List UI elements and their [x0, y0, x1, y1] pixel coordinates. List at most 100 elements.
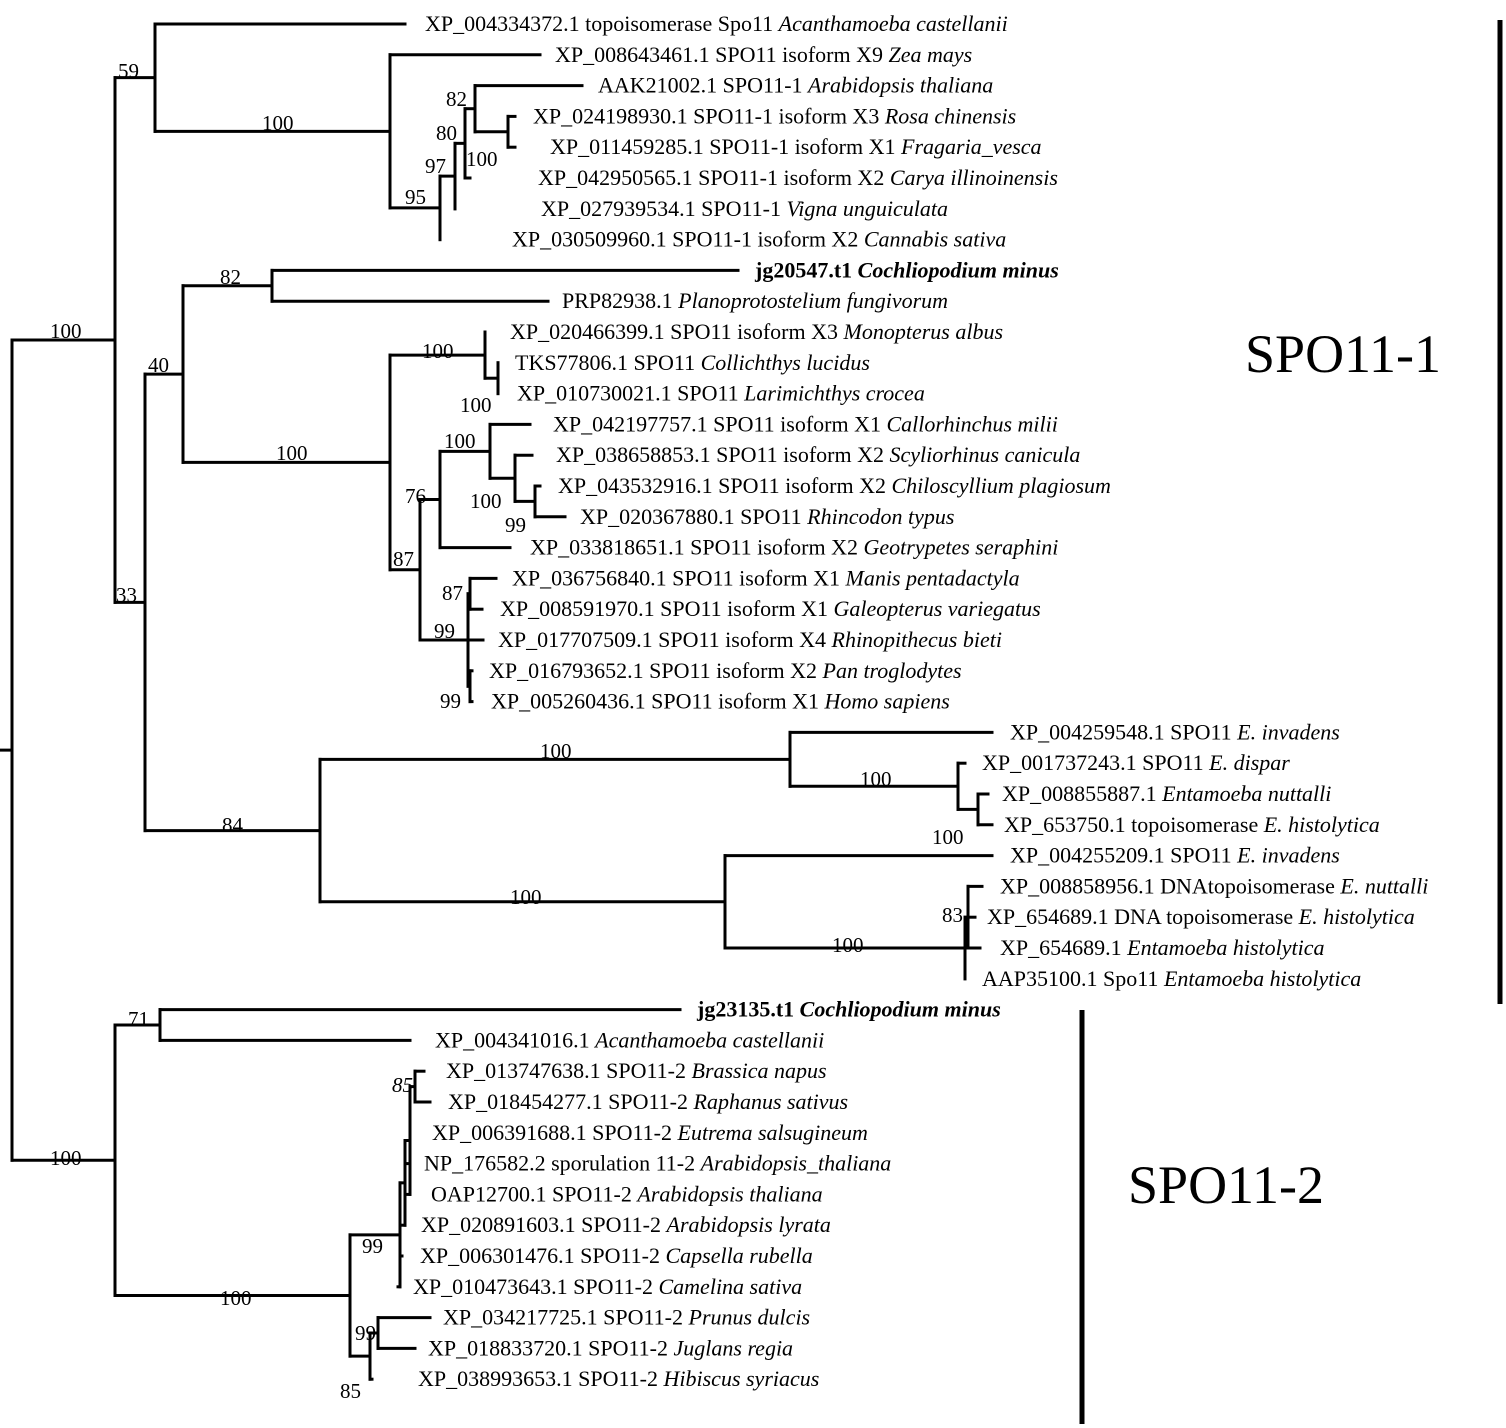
accession-text: XP_005260436.1 SPO11 isoform X1: [491, 689, 825, 714]
species-name: Geotrypetes seraphini: [864, 535, 1059, 560]
accession-text: XP_018833720.1 SPO11-2: [428, 1335, 674, 1360]
bootstrap-value: 100: [932, 825, 964, 849]
accession-text: XP_020891603.1 SPO11-2: [421, 1212, 667, 1237]
accession-text: XP_038993653.1 SPO11-2: [418, 1366, 664, 1391]
accession-text: XP_004255209.1 SPO11: [1010, 843, 1237, 868]
species-name: Acanthamoeba castellanii: [593, 1027, 824, 1052]
accession-text: XP_654689.1 DNA topoisomerase: [987, 904, 1299, 929]
species-name: Planoprotostelium fungivorum: [677, 288, 948, 313]
bootstrap-value: 100: [860, 767, 892, 791]
bootstrap-value: 100: [422, 339, 454, 363]
accession-text: TKS77806.1 SPO11: [515, 350, 701, 375]
accession-text: XP_653750.1 topoisomerase: [1004, 812, 1264, 837]
taxon-label: XP_005260436.1 SPO11 isoform X1 Homo sap…: [491, 689, 950, 714]
accession-text: XP_004341016.1: [435, 1027, 595, 1052]
species-name: Callorhinchus milii: [887, 411, 1058, 436]
species-name: Arabidopsis_thaliana: [699, 1151, 892, 1176]
accession-text: XP_018454277.1 SPO11-2: [448, 1089, 694, 1114]
accession-text: jg20547.t1: [754, 257, 858, 282]
species-name: E. histolytica: [1298, 904, 1415, 929]
accession-text: XP_020466399.1 SPO11 isoform X3: [510, 319, 844, 344]
taxon-label: XP_004334372.1 topoisomerase Spo11 Acant…: [425, 11, 1008, 36]
bootstrap-value: 84: [222, 813, 244, 837]
species-name: Arabidopsis thaliana: [806, 73, 993, 98]
accession-text: OAP12700.1 SPO11-2: [431, 1181, 637, 1206]
bootstrap-value: 87: [442, 581, 463, 605]
bootstrap-value: 100: [460, 393, 492, 417]
accession-text: jg23135.t1: [696, 997, 800, 1022]
accession-text: XP_024198930.1 SPO11-1 isoform X3: [533, 103, 885, 128]
accession-text: XP_042197757.1 SPO11 isoform X1: [553, 411, 887, 436]
taxon-label: XP_030509960.1 SPO11-1 isoform X2 Cannab…: [512, 227, 1006, 252]
species-name: Cochliopodium minus: [858, 257, 1059, 282]
taxon-label: XP_008858956.1 DNAtopoisomerase E. nutta…: [1000, 873, 1428, 898]
species-name: E. invadens: [1236, 719, 1340, 744]
taxon-label: OAP12700.1 SPO11-2 Arabidopsis thaliana: [431, 1181, 823, 1206]
species-name: Scyliorhinus canicula: [890, 442, 1081, 467]
bootstrap-value: 59: [118, 59, 139, 83]
taxon-label: XP_042197757.1 SPO11 isoform X1 Callorhi…: [553, 411, 1058, 436]
accession-text: XP_654689.1: [1000, 935, 1127, 960]
taxon-label: XP_006301476.1 SPO11-2 Capsella rubella: [420, 1243, 813, 1268]
taxon-label: XP_020466399.1 SPO11 isoform X3 Monopter…: [510, 319, 1003, 344]
accession-text: XP_004259548.1 SPO11: [1010, 719, 1237, 744]
taxon-label: AAP35100.1 Spo11 Entamoeba histolytica: [982, 966, 1361, 991]
taxon-label: PRP82938.1 Planoprotostelium fungivorum: [562, 288, 948, 313]
accession-text: XP_017707509.1 SPO11 isoform X4: [498, 627, 832, 652]
species-name: Brassica napus: [692, 1058, 827, 1083]
species-name: Acanthamoeba castellanii: [777, 11, 1008, 36]
accession-text: XP_034217725.1 SPO11-2: [443, 1305, 689, 1330]
accession-text: XP_016793652.1 SPO11 isoform X2: [489, 658, 823, 683]
bootstrap-value: 85: [340, 1379, 361, 1403]
bootstrap-value: 82: [220, 265, 241, 289]
bootstrap-value: 100: [540, 739, 572, 763]
bootstrap-value: 87: [393, 547, 414, 571]
spo11-2-clade-label: SPO11-2: [1128, 1155, 1324, 1215]
species-name: Manis pentadactyla: [845, 565, 1020, 590]
accession-text: XP_006301476.1 SPO11-2: [420, 1243, 666, 1268]
accession-text: XP_008855887.1: [1002, 781, 1162, 806]
bootstrap-value: 82: [446, 87, 467, 111]
species-name: Cannabis sativa: [864, 227, 1006, 252]
taxon-label: XP_043532916.1 SPO11 isoform X2 Chiloscy…: [558, 473, 1111, 498]
species-name: Chiloscyllium plagiosum: [892, 473, 1111, 498]
bootstrap-value: 99: [505, 513, 526, 537]
taxon-label: XP_008855887.1 Entamoeba nuttalli: [1002, 781, 1331, 806]
bootstrap-value: 100: [50, 319, 82, 343]
species-name: Carya illinoinensis: [890, 165, 1058, 190]
taxon-label: XP_017707509.1 SPO11 isoform X4 Rhinopit…: [498, 627, 1002, 652]
species-name: Prunus dulcis: [688, 1305, 811, 1330]
taxon-label: jg23135.t1 Cochliopodium minus: [696, 997, 1001, 1022]
bootstrap-value: 33: [116, 583, 137, 607]
bootstrap-value: 71: [128, 1007, 149, 1031]
accession-text: XP_033818651.1 SPO11 isoform X2: [530, 535, 864, 560]
taxon-label: XP_004341016.1 Acanthamoeba castellanii: [435, 1027, 824, 1052]
accession-text: AAP35100.1 Spo11: [982, 966, 1164, 991]
species-name: E. histolytica: [1263, 812, 1380, 837]
accession-text: XP_030509960.1 SPO11-1 isoform X2: [512, 227, 864, 252]
species-name: Raphanus sativus: [693, 1089, 849, 1114]
accession-text: XP_036756840.1 SPO11 isoform X1: [512, 565, 846, 590]
accession-text: XP_010473643.1 SPO11-2: [413, 1274, 659, 1299]
accession-text: NP_176582.2 sporulation 11-2: [424, 1151, 701, 1176]
accession-text: PRP82938.1: [562, 288, 678, 313]
species-name: Fragaria_vesca: [900, 134, 1042, 159]
taxon-label: XP_020367880.1 SPO11 Rhincodon typus: [580, 504, 954, 529]
taxon-label: XP_016793652.1 SPO11 isoform X2 Pan trog…: [489, 658, 962, 683]
bootstrap-value: 100: [276, 441, 308, 465]
species-name: E. invadens: [1236, 843, 1340, 868]
accession-text: XP_006391688.1 SPO11-2: [432, 1120, 678, 1145]
accession-text: XP_027939534.1 SPO11-1: [541, 196, 787, 221]
bootstrap-value: 76: [405, 484, 426, 508]
accession-text: XP_038658853.1 SPO11 isoform X2: [556, 442, 890, 467]
accession-text: XP_020367880.1 SPO11: [580, 504, 807, 529]
accession-text: XP_008643461.1 SPO11 isoform X9: [555, 42, 889, 67]
accession-text: XP_008591970.1 SPO11 isoform X1: [500, 596, 834, 621]
accession-text: XP_001737243.1 SPO11: [982, 750, 1209, 775]
species-name: Entamoeba nuttalli: [1161, 781, 1331, 806]
taxon-label: XP_654689.1 DNA topoisomerase E. histoly…: [987, 904, 1415, 929]
species-name: Collichthys lucidus: [701, 350, 870, 375]
species-name: Camelina sativa: [659, 1274, 803, 1299]
taxon-label: XP_042950565.1 SPO11-1 isoform X2 Carya …: [538, 165, 1058, 190]
bootstrap-value: 99: [355, 1321, 376, 1345]
